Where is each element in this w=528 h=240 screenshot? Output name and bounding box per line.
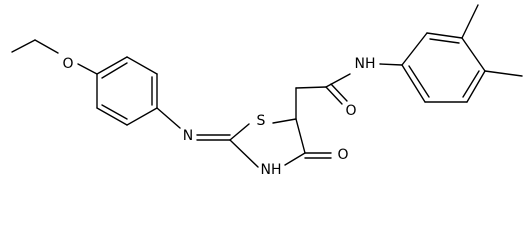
ring-carbonyl-bond [304,152,332,159]
dimethylphenyl-ring [401,32,486,103]
ch2-linker [295,86,327,120]
atom-nh-amide: NH [355,56,376,72]
amide-carbonyl-bond [325,83,348,105]
atom-o-amide: O [345,103,356,119]
methyl-groups [461,4,523,77]
atom-o-ethoxy: O [62,56,73,72]
n-aryl-bond [379,63,403,66]
ethyl-group [11,39,59,54]
ethoxyphenyl-ring [96,56,158,126]
atom-nh-ring: NH [261,162,282,178]
atom-s-ring: S [257,113,266,129]
chemical-structure: O N S NH O O NH [11,4,523,178]
atom-o-ring-carbonyl: O [337,147,348,163]
imine-double-bond [196,134,231,141]
aryl-n-bond [156,107,181,129]
ethoxy-o-bond [77,63,98,75]
atom-n-imine: N [183,128,193,144]
amide-cn-bond [325,73,351,88]
thiazolidinone-ring [229,118,306,168]
